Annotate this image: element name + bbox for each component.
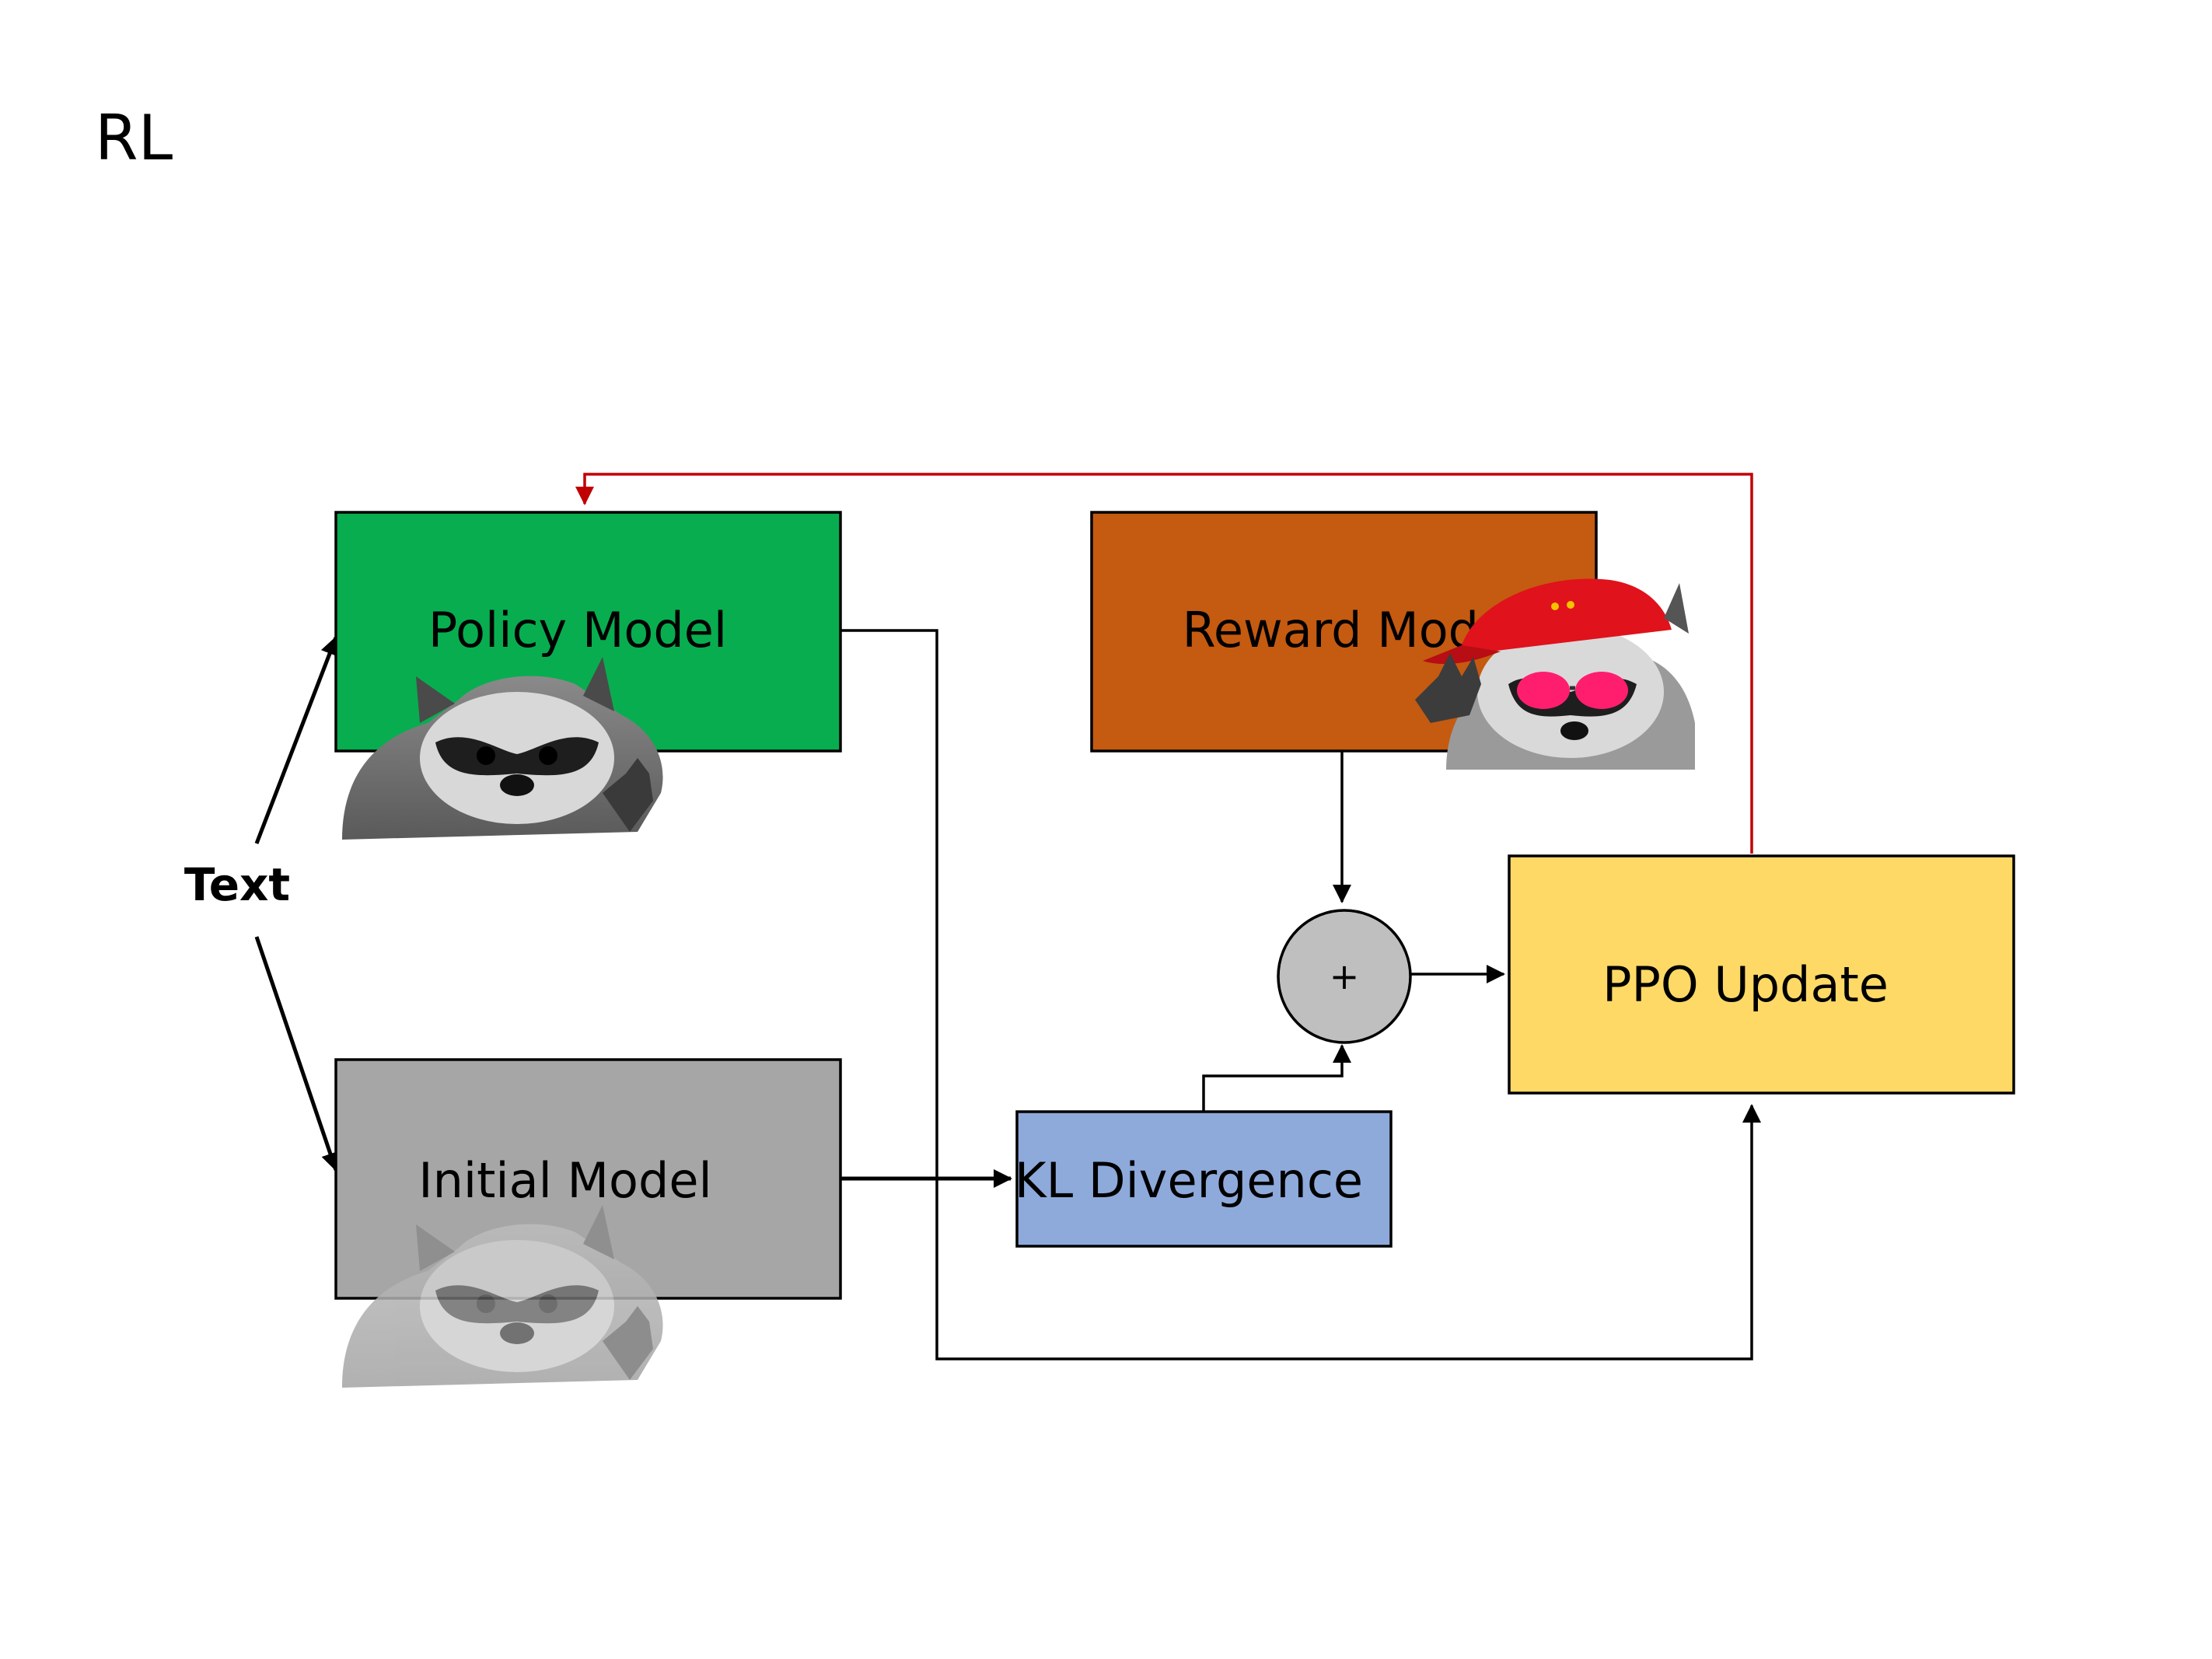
paw-icon (1415, 653, 1481, 723)
ppo-update-node: PPO Update (1508, 854, 2015, 1095)
arrow-text-to-policy (254, 636, 339, 844)
kl-divergence-label: KL Divergence (1015, 1152, 1363, 1209)
sunglasses-lens-left (1517, 672, 1570, 709)
sum-operator-circle (1277, 909, 1412, 1044)
feedback-arrow-ppo-to-policy (575, 473, 1753, 854)
cap-icon (1462, 578, 1672, 653)
kl-divergence-box (1015, 1110, 1393, 1248)
arrow-kl-to-sum (1202, 1044, 1351, 1112)
sunglasses-lens-right (1575, 672, 1628, 709)
policy-model-label: Policy Model (428, 602, 727, 658)
initial-model-label: Initial Model (418, 1152, 711, 1209)
reward-model-node: Reward Model (1090, 511, 1598, 753)
page-title: RL (95, 102, 173, 174)
kl-divergence-node: KL Divergence (1015, 1110, 1393, 1248)
arrow-policy-to-ppo (840, 629, 1761, 1360)
sum-operator-label: + (1330, 955, 1360, 997)
raccoon-with-cap-and-sunglasses-icon (1415, 578, 1695, 770)
ppo-update-label: PPO Update (1602, 956, 1889, 1013)
arrow-text-to-initial (254, 936, 340, 1172)
raccoon-icon (342, 657, 663, 840)
sum-operator-node: + (1277, 909, 1412, 1044)
input-text-label: Text (184, 858, 290, 911)
raccoon-icon (342, 1205, 663, 1388)
ppo-update-box (1508, 854, 2015, 1095)
